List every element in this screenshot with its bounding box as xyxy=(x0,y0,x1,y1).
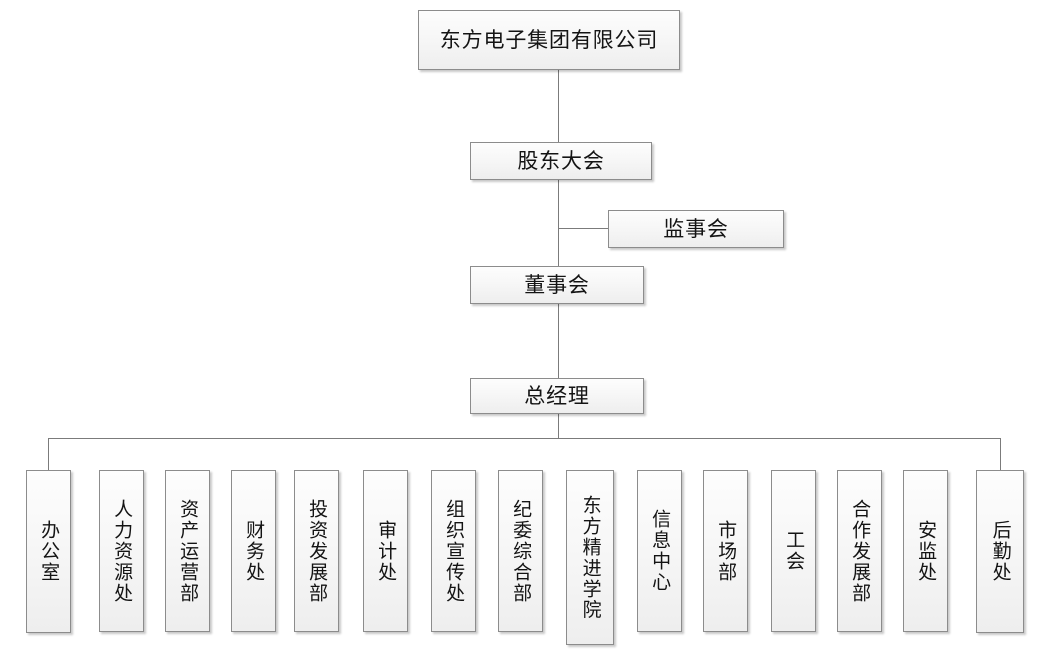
connector-directors-to-gm xyxy=(558,304,559,378)
department-label-11: 工会 xyxy=(783,530,806,572)
department-label-7: 纪委综合部 xyxy=(510,498,533,604)
department-box-7[interactable]: 纪委综合部 xyxy=(498,470,543,632)
node-general-manager[interactable]: 总经理 xyxy=(470,378,644,414)
connector-bus-to-last-department xyxy=(1000,438,1001,470)
department-box-4[interactable]: 投资发展部 xyxy=(294,470,339,632)
node-general-manager-label: 总经理 xyxy=(524,383,590,408)
node-board-of-supervisors[interactable]: 监事会 xyxy=(608,210,784,248)
node-company[interactable]: 东方电子集团有限公司 xyxy=(418,10,680,70)
department-box-5[interactable]: 审计处 xyxy=(363,470,408,632)
department-label-6: 组织宣传处 xyxy=(443,498,466,604)
connector-company-to-shareholders xyxy=(558,70,559,142)
department-box-3[interactable]: 财务处 xyxy=(231,470,276,632)
department-box-8[interactable]: 东方精进学院 xyxy=(566,470,614,645)
department-label-4: 投资发展部 xyxy=(306,498,329,604)
department-box-6[interactable]: 组织宣传处 xyxy=(431,470,476,632)
department-label-5: 审计处 xyxy=(375,519,398,583)
connector-gm-to-bus xyxy=(558,414,559,438)
department-box-11[interactable]: 工会 xyxy=(771,470,816,632)
connector-bus-to-first-department xyxy=(48,438,49,470)
node-shareholders-meeting-label: 股东大会 xyxy=(517,148,605,173)
department-box-13[interactable]: 安监处 xyxy=(903,470,948,632)
department-label-2: 资产运营部 xyxy=(177,498,200,604)
node-board-of-directors[interactable]: 董事会 xyxy=(470,266,644,304)
department-label-13: 安监处 xyxy=(915,519,938,583)
department-label-8: 东方精进学院 xyxy=(579,494,602,621)
department-label-3: 财务处 xyxy=(243,519,266,583)
connector-shareholders-to-directors xyxy=(558,180,559,266)
department-box-1[interactable]: 人力资源处 xyxy=(99,470,144,632)
department-box-9[interactable]: 信息中心 xyxy=(637,470,682,632)
connector-branch-to-supervisors xyxy=(558,228,608,229)
department-label-10: 市场部 xyxy=(715,519,738,583)
department-label-0: 办公室 xyxy=(38,520,61,583)
department-label-1: 人力资源处 xyxy=(111,498,134,604)
department-box-10[interactable]: 市场部 xyxy=(703,470,748,632)
department-box-2[interactable]: 资产运营部 xyxy=(165,470,210,632)
department-label-12: 合作发展部 xyxy=(849,498,872,604)
node-board-of-supervisors-label: 监事会 xyxy=(663,216,729,241)
node-shareholders-meeting[interactable]: 股东大会 xyxy=(470,142,652,180)
department-box-12[interactable]: 合作发展部 xyxy=(837,470,882,632)
department-label-9: 信息中心 xyxy=(649,509,672,593)
department-bus-line xyxy=(48,438,1001,439)
department-label-14: 后勤处 xyxy=(989,520,1012,583)
department-box-14[interactable]: 后勤处 xyxy=(976,470,1024,633)
node-board-of-directors-label: 董事会 xyxy=(524,272,590,297)
department-box-0[interactable]: 办公室 xyxy=(26,470,71,633)
node-company-label: 东方电子集团有限公司 xyxy=(439,27,659,52)
